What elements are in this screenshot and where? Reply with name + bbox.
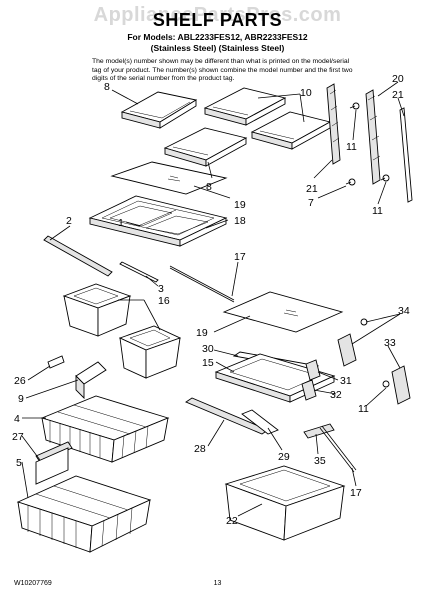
- callout-18: 18: [234, 215, 246, 227]
- small-bar-3: [119, 261, 159, 283]
- small-shelf-8-mid: [163, 127, 248, 167]
- callout-22: 22: [226, 515, 238, 527]
- glass-shelf-19-top: [110, 161, 228, 195]
- callout-11-low: 11: [358, 403, 369, 415]
- callout-1: 1: [118, 217, 124, 229]
- crisper-cover-frame-18: [88, 195, 228, 247]
- callout-16: 16: [158, 295, 170, 307]
- divider-bar-2: [43, 235, 113, 277]
- callout-19-top: 19: [234, 199, 246, 211]
- callout-11-mid: 11: [372, 205, 383, 217]
- small-shelf-10-right: [250, 111, 332, 150]
- slide-rail-35: [303, 423, 335, 439]
- callout-27: 27: [12, 431, 24, 443]
- small-shelf-10-left: [203, 87, 287, 126]
- watermark-text: AppliancePartsPros.com: [93, 4, 342, 26]
- callout-19-lower: 19: [196, 327, 208, 339]
- wire-basket-4: [40, 395, 170, 463]
- callout-9: 9: [18, 393, 24, 405]
- slide-bracket-33: [382, 365, 411, 405]
- small-shelf-8-top: [120, 91, 198, 129]
- crisper-drawer-16-left: [62, 283, 132, 337]
- callout-3: 3: [158, 283, 164, 295]
- glass-shelf-19-lower: [222, 291, 344, 333]
- callout-17-lower: 17: [350, 487, 362, 499]
- model-notice: The model(s) number shown may be differe…: [92, 58, 353, 82]
- callout-20: 20: [392, 73, 404, 85]
- bracket-32: [301, 379, 317, 401]
- rod-17-lower: [319, 425, 357, 473]
- callout-17-upper: 17: [234, 251, 246, 263]
- callout-10: 10: [300, 87, 312, 99]
- document-number: W10207769: [14, 580, 52, 587]
- callout-11-top: 11: [346, 141, 357, 153]
- models-line: For Models: ABL2233FES12, ABR2233FES12: [127, 32, 308, 42]
- bracket-31: [305, 359, 321, 381]
- bin-9: [75, 361, 107, 400]
- model-list: For Models: ABL2233FES12, ABR2233FES12 (…: [0, 32, 435, 54]
- page-number: 13: [213, 580, 222, 587]
- shelf-bracket-34: [337, 318, 368, 367]
- callout-7: 7: [308, 197, 314, 209]
- callout-21-right: 21: [392, 89, 404, 101]
- pan-drawer-22: [224, 465, 346, 541]
- rail-trim-strip: [399, 107, 413, 203]
- callout-8-mid: 8: [206, 181, 212, 193]
- shelf-rail-left: [326, 83, 341, 165]
- callout-5: 5: [16, 457, 22, 469]
- finish-line: (Stainless Steel) (Stainless Steel): [150, 43, 285, 53]
- callout-35: 35: [314, 455, 326, 467]
- callout-8-top: 8: [104, 81, 110, 93]
- callout-2: 2: [66, 215, 72, 227]
- callout-29: 29: [278, 451, 290, 463]
- callout-4: 4: [14, 413, 20, 425]
- callout-32: 32: [330, 389, 342, 401]
- leader-lines: [21, 81, 405, 517]
- rod-17-upper: [169, 265, 235, 303]
- crisper-drawer-16-right: [118, 325, 182, 379]
- callout-26: 26: [14, 375, 26, 387]
- shelf-rail-right: [365, 89, 381, 185]
- callout-15: 15: [202, 357, 214, 369]
- rail-screws: [345, 102, 390, 186]
- callout-34: 34: [398, 305, 410, 317]
- callout-28: 28: [194, 443, 206, 455]
- clip-26: [47, 355, 65, 369]
- clip-29: [241, 409, 279, 435]
- callout-labels: 8 10 8 19 1 18 2 3 17 16 19 30 15 26 9 4…: [12, 73, 410, 527]
- basket-divider-27: [35, 441, 73, 485]
- wire-basket-5: [16, 475, 152, 553]
- callout-33: 33: [384, 337, 396, 349]
- callout-30: 30: [202, 343, 214, 355]
- page-title: SHELF PARTS: [152, 10, 283, 30]
- callout-21-left: 21: [306, 183, 318, 195]
- callout-31: 31: [340, 375, 352, 387]
